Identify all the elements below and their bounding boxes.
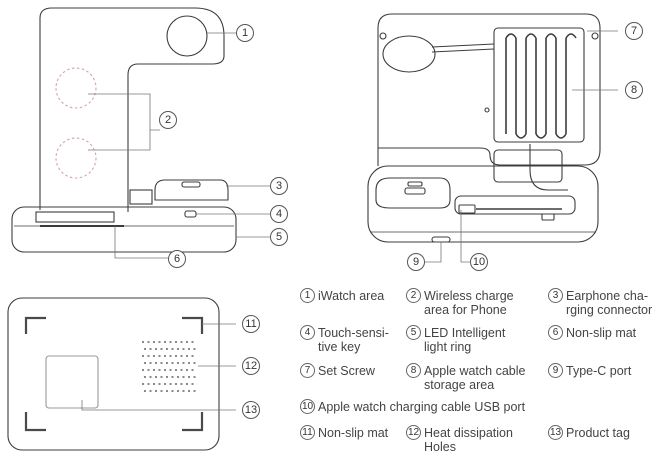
legend-number: 12 xyxy=(406,425,421,440)
product-tag xyxy=(45,355,99,409)
callout-markers: 1 2 3 4 5 6 7 8 9 10 11 12 13 xyxy=(159,22,643,419)
front-view xyxy=(11,7,270,259)
back-base xyxy=(367,165,599,243)
svg-text:6: 6 xyxy=(174,253,180,265)
legend-label: Earphone cha- rging connector xyxy=(566,289,653,317)
legend-label: Product tag xyxy=(566,426,630,440)
legend-label: Type-C port xyxy=(566,364,632,378)
legend-number: 4 xyxy=(300,325,315,340)
legend-number: 13 xyxy=(548,425,563,440)
callout-11: 11 xyxy=(242,315,260,333)
svg-text:7: 7 xyxy=(631,25,637,37)
callout-6: 6 xyxy=(168,250,186,268)
back-stand xyxy=(377,13,601,166)
wireless-coil-top xyxy=(55,67,97,109)
svg-text:10: 10 xyxy=(473,256,485,268)
legend-number: 2 xyxy=(406,288,421,303)
legend-label: Touch-sensi- tive key xyxy=(318,326,389,354)
svg-text:13: 13 xyxy=(245,404,257,416)
legend-label: Heat dissipation Holes xyxy=(424,426,513,454)
legend-label: Apple watch cable storage area xyxy=(424,364,526,392)
svg-text:12: 12 xyxy=(245,360,257,372)
svg-text:5: 5 xyxy=(276,231,282,243)
callout-8: 8 xyxy=(625,81,643,99)
svg-text:8: 8 xyxy=(631,84,637,96)
callout-2: 2 xyxy=(159,111,177,129)
heat-dissipation-holes xyxy=(142,341,198,392)
callout-3: 3 xyxy=(270,177,288,195)
legend-number: 1 xyxy=(300,288,315,303)
usb-port xyxy=(454,195,576,215)
bottom-view xyxy=(7,297,236,451)
callout-10: 10 xyxy=(470,253,488,271)
earphone-pad xyxy=(154,179,229,201)
callout-5: 5 xyxy=(270,228,288,246)
legend-number: 5 xyxy=(406,325,421,340)
legend-label: LED Intelligent light ring xyxy=(424,326,506,354)
light-ring xyxy=(35,211,115,223)
svg-text:9: 9 xyxy=(413,256,419,268)
iwatch-puck-back xyxy=(382,35,436,73)
legend-number: 7 xyxy=(300,363,315,378)
callout-4: 4 xyxy=(270,205,288,223)
non-slip-mat xyxy=(24,316,204,432)
svg-text:1: 1 xyxy=(242,27,248,39)
phone-stand xyxy=(39,7,225,212)
legend-label: iWatch area xyxy=(318,289,385,303)
front-base xyxy=(11,206,237,253)
type-c-port xyxy=(431,236,451,243)
legend-number: 11 xyxy=(300,425,315,440)
svg-text:11: 11 xyxy=(245,318,256,330)
touch-key xyxy=(184,210,197,218)
legend-number: 6 xyxy=(548,325,563,340)
legend-label: Apple watch charging cable USB port xyxy=(318,400,526,414)
cable-storage-area xyxy=(493,27,585,143)
legend-label: Set Screw xyxy=(318,364,375,378)
callout-13: 13 xyxy=(242,401,260,419)
callout-1: 1 xyxy=(236,24,254,42)
legend-label: Non-slip mat xyxy=(318,426,389,440)
callout-12: 12 xyxy=(242,357,260,375)
legend-number: 8 xyxy=(406,363,421,378)
iwatch-area xyxy=(166,15,208,57)
callout-9: 9 xyxy=(407,253,425,271)
svg-text:3: 3 xyxy=(276,180,282,192)
legend-number: 10 xyxy=(300,399,315,414)
bottom-base xyxy=(7,297,220,451)
wireless-coil-bottom xyxy=(55,137,97,179)
legend-number: 9 xyxy=(548,363,563,378)
callout-7: 7 xyxy=(625,22,643,40)
back-view xyxy=(367,13,618,263)
svg-text:4: 4 xyxy=(276,208,282,220)
legend-number: 3 xyxy=(548,288,563,303)
svg-text:2: 2 xyxy=(165,114,171,126)
legend-label: Non-slip mat xyxy=(566,326,637,340)
legend-label: Wireless charge area for Phone xyxy=(424,289,514,317)
